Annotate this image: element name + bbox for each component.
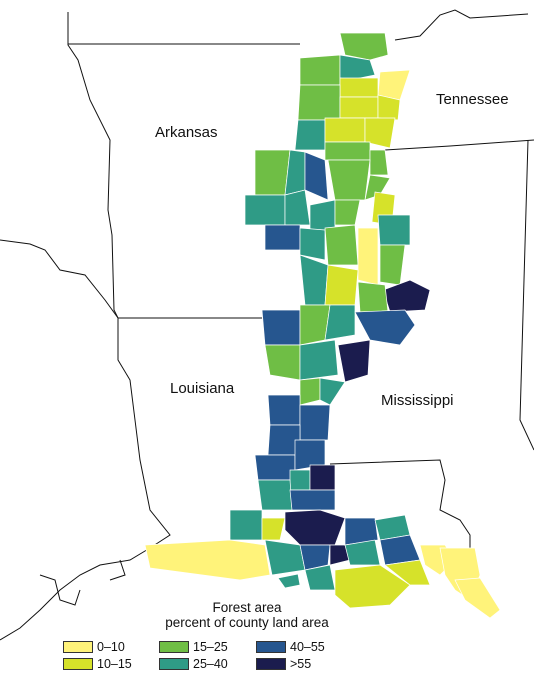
state-label-tennessee: Tennessee (436, 91, 509, 108)
legend-swatch (63, 641, 93, 653)
county (377, 214, 411, 246)
county (334, 199, 361, 226)
county (284, 189, 311, 226)
county (319, 377, 346, 406)
legend-title-line2: percent of county land area (165, 615, 329, 630)
legend-item: 40–55 (256, 640, 325, 654)
legend-item: 25–40 (159, 657, 228, 671)
county (357, 281, 389, 313)
county (339, 32, 389, 61)
county (379, 534, 421, 566)
legend-items: 0–10 10–15 15–25 25–40 40–55 >55 (63, 640, 363, 672)
county (257, 479, 293, 511)
county (299, 377, 321, 406)
county (267, 394, 301, 426)
county (309, 464, 336, 491)
legend-label: 10–15 (97, 657, 132, 671)
county (244, 194, 286, 226)
county (289, 489, 336, 511)
legend-item: >55 (256, 657, 311, 671)
state-boundaries (0, 9, 534, 641)
county (229, 509, 263, 541)
county (379, 244, 406, 286)
legend-swatch (256, 658, 286, 670)
county (284, 509, 346, 546)
county (454, 577, 501, 619)
county-fills (144, 32, 501, 619)
county (382, 279, 431, 313)
county (344, 517, 379, 546)
county (277, 573, 301, 589)
legend-label: 0–10 (97, 640, 125, 654)
county (299, 339, 339, 381)
county (254, 149, 291, 196)
legend-item: 15–25 (159, 640, 228, 654)
map-legend: Forest area percent of county land area … (0, 600, 534, 673)
county (324, 224, 359, 266)
county (261, 517, 286, 541)
legend-item: 10–15 (63, 657, 132, 671)
county (369, 149, 389, 176)
legend-label: 25–40 (193, 657, 228, 671)
legend-label: 15–25 (193, 640, 228, 654)
county (324, 264, 359, 306)
legend-label: 40–55 (290, 640, 325, 654)
legend-title: Forest area percent of county land area (0, 600, 534, 630)
county (324, 117, 366, 143)
county (299, 404, 331, 441)
county (299, 227, 326, 261)
county (299, 544, 331, 571)
county (354, 309, 416, 346)
county (144, 539, 271, 581)
county (304, 564, 336, 591)
county (289, 469, 311, 491)
state-label-louisiana: Louisiana (170, 380, 235, 397)
county (254, 454, 296, 481)
county (324, 304, 356, 341)
county (304, 151, 329, 201)
legend-swatch (159, 641, 189, 653)
legend-title-line1: Forest area (212, 600, 282, 615)
county (334, 564, 411, 609)
county (327, 159, 371, 201)
county (264, 344, 301, 381)
county (324, 141, 371, 161)
county (297, 84, 341, 121)
county (294, 119, 326, 151)
state-label-mississippi: Mississippi (381, 392, 454, 409)
county (261, 309, 301, 346)
county (299, 54, 341, 86)
county (339, 77, 379, 98)
county (384, 559, 431, 586)
legend-label: >55 (290, 657, 312, 671)
state-label-arkansas: Arkansas (155, 124, 218, 141)
county (357, 227, 379, 286)
county (339, 96, 379, 119)
legend-swatch (256, 641, 286, 653)
legend-swatch (159, 658, 189, 670)
county (339, 54, 376, 81)
county (377, 69, 411, 101)
county (337, 339, 371, 383)
legend-swatch (63, 658, 93, 670)
legend-item: 0–10 (63, 640, 125, 654)
county (299, 254, 329, 306)
county (309, 199, 336, 231)
county (264, 224, 301, 251)
county (264, 539, 306, 576)
county (364, 117, 396, 149)
county (377, 94, 401, 121)
